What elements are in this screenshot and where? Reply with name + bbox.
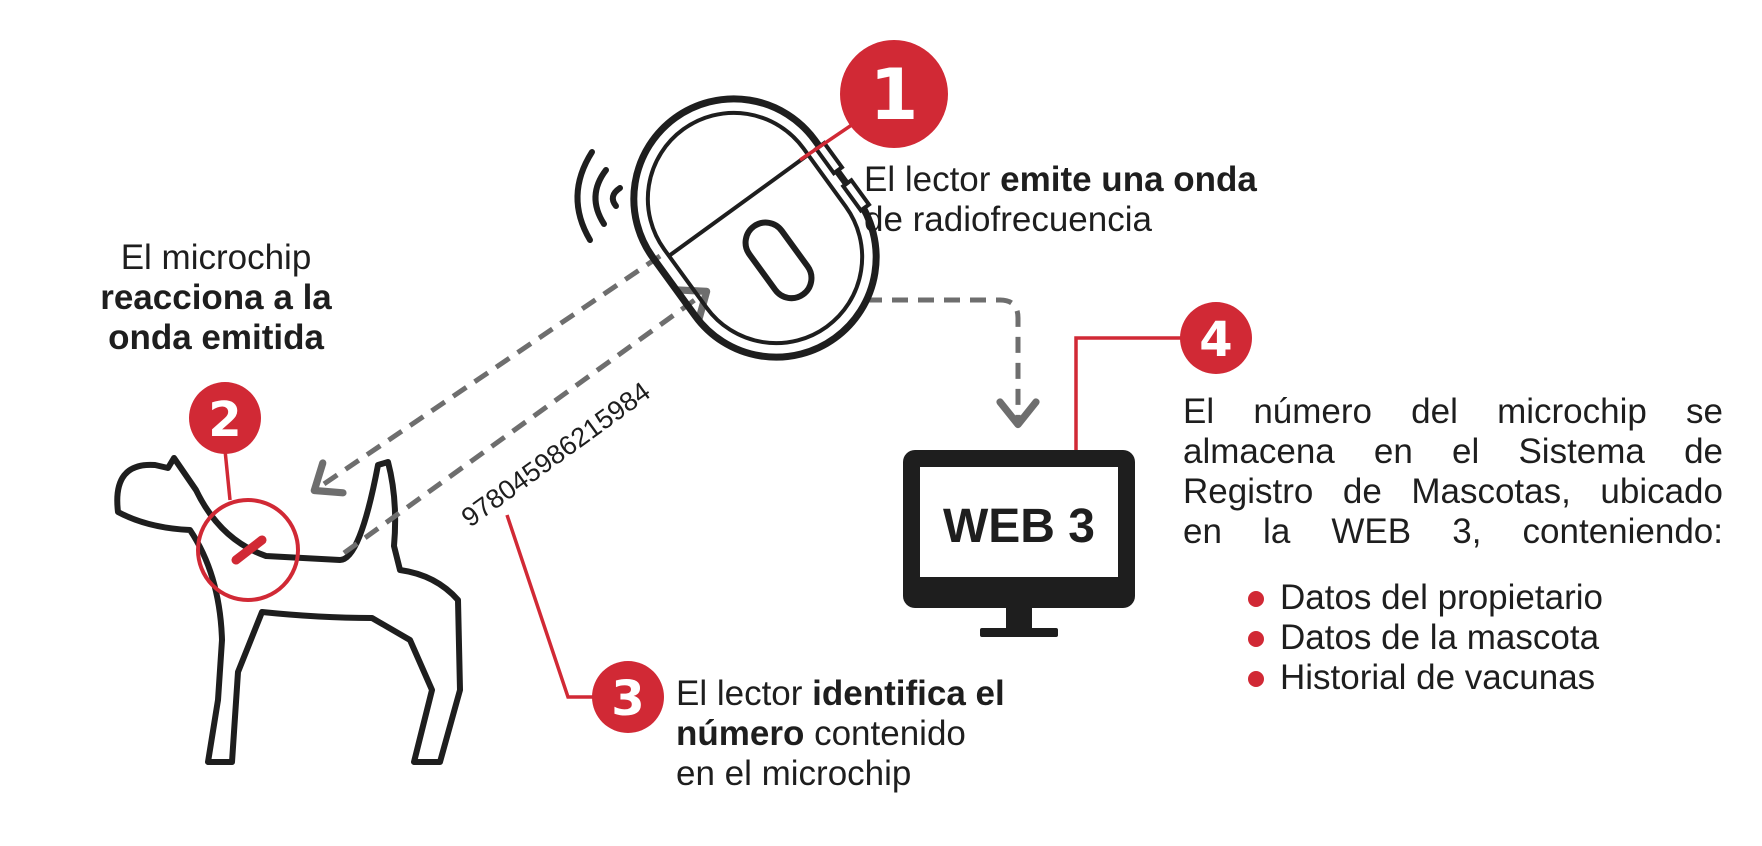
step4-line: Registro de Mascotas, ubicado	[1183, 472, 1723, 511]
step1-bold: emite una onda	[1000, 160, 1257, 199]
svg-text:1: 1	[870, 54, 919, 136]
step1-caption: El lector emite una onda de radiofrecuen…	[864, 160, 1304, 240]
step4-caption: El número del microchip se almacena en e…	[1183, 392, 1723, 552]
step2-bold-line1: reacciona a la	[100, 278, 332, 317]
svg-text:4: 4	[1199, 312, 1232, 368]
step3-plain-after: en el microchip	[676, 754, 912, 793]
connector-step2	[223, 449, 232, 501]
monitor-label: WEB 3	[943, 500, 1095, 553]
step2-plain: El microchip	[120, 238, 312, 277]
list-item: Datos del propietario	[1244, 578, 1603, 618]
wave-arrow-to-dog	[310, 253, 662, 497]
connector-step3	[505, 514, 596, 699]
wave-arrow-to-reader	[342, 286, 711, 556]
step4-line: El número del microchip se	[1183, 392, 1723, 431]
list-item: Datos de la mascota	[1244, 618, 1603, 658]
step2-bold-line2: onda emitida	[108, 318, 324, 357]
connector-step4	[1074, 336, 1182, 450]
reader-device-icon	[630, 95, 880, 361]
list-item: Historial de vacunas	[1244, 658, 1603, 698]
registry-contents-list: Datos del propietario Datos de la mascot…	[1244, 578, 1603, 698]
step4-badge: 4	[1180, 302, 1252, 374]
step1-plain: El lector	[864, 160, 1001, 199]
step3-bold-line2: número	[676, 714, 805, 753]
data-arrow-to-monitor	[866, 297, 1040, 429]
microchip-location-ring	[196, 498, 300, 602]
microchip-icon	[231, 535, 267, 565]
monitor-icon: WEB 3	[903, 450, 1135, 637]
step3-plain: El lector	[676, 674, 813, 713]
step4-line: en la WEB 3, conteniendo:	[1183, 512, 1723, 551]
step1-badge: 1	[840, 40, 948, 148]
step3-badge: 3	[592, 661, 664, 733]
step3-plain-inline: contenido	[804, 714, 966, 753]
bullet-dot-icon	[1248, 671, 1264, 687]
step2-badge: 2	[189, 382, 261, 454]
radio-wave-icon	[574, 149, 623, 243]
dog-icon	[114, 455, 463, 765]
step3-caption: El lector identifica el número contenido…	[676, 674, 1096, 794]
svg-text:3: 3	[611, 671, 644, 727]
step1-plain-after: de radiofrecuencia	[864, 200, 1152, 239]
bullet-dot-icon	[1248, 631, 1264, 647]
svg-text:2: 2	[208, 392, 241, 448]
bullet-dot-icon	[1248, 591, 1264, 607]
step4-line: almacena en el Sistema de	[1183, 432, 1723, 471]
step3-bold-line1: identifica el	[812, 674, 1005, 713]
step2-caption: El microchip reacciona a la onda emitida	[56, 238, 376, 358]
